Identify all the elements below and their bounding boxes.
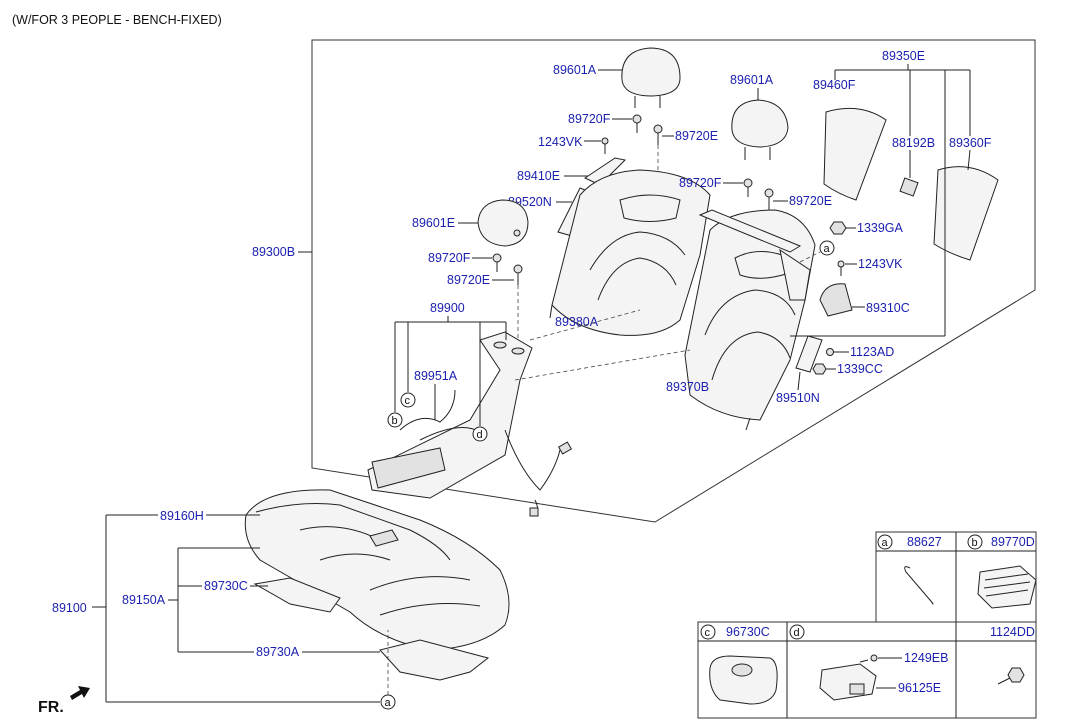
label-89720F-2: 89720F (679, 176, 722, 190)
legend-marker-a-text: a (882, 537, 889, 549)
legend-marker-b (967, 534, 983, 550)
label-89720E-2: 89720E (789, 194, 832, 208)
bracket-89510N (795, 335, 823, 373)
label-89720E-1: 89720E (675, 129, 718, 143)
bolt-89720E-3 (513, 264, 523, 285)
legend-marker-c-text: c (705, 627, 711, 639)
label-89150A: 89150A (122, 593, 166, 607)
bolt-89720F-3 (492, 253, 502, 272)
nut-1339GA (829, 221, 847, 235)
callout-b (387, 412, 403, 428)
legend-part-1124DD: 1124DD (990, 625, 1035, 639)
callout-c-text: c (405, 395, 411, 407)
label-1243VK-2: 1243VK (858, 257, 903, 271)
clip-88192B (899, 177, 919, 197)
screw-1249EB (859, 654, 878, 663)
legend-marker-c (700, 624, 716, 640)
label-89160H: 89160H (160, 509, 204, 523)
label-89350E: 89350E (882, 49, 925, 63)
headrest-top (621, 47, 681, 108)
bolt-1123AD (826, 348, 842, 356)
legend-table (697, 531, 1037, 719)
callout-b-text: b (392, 415, 398, 427)
callout-a-upper-text: a (824, 243, 831, 255)
label-89601E: 89601E (412, 216, 455, 230)
seat-cushion-89160H (244, 489, 510, 651)
bolt-89720F-1 (632, 114, 642, 133)
label-89730A: 89730A (256, 645, 300, 659)
module-96125E (819, 663, 877, 701)
label-89601A-top: 89601A (553, 63, 597, 77)
bolt-89720F-2 (743, 178, 753, 197)
diagram-header: (W/FOR 3 PEOPLE - BENCH-FIXED) (12, 13, 222, 27)
nut-1339CC (812, 363, 827, 375)
cover-89460F (823, 107, 887, 201)
callout-d-text: d (477, 429, 483, 441)
bolt-1124DD (997, 667, 1025, 685)
direction-label: FR. (38, 699, 64, 716)
screw-1243VK-1 (601, 137, 609, 154)
bolt-89720E-1 (653, 124, 663, 145)
label-89410E: 89410E (517, 169, 560, 183)
legend-marker-d (789, 624, 805, 640)
headrest-mid (731, 99, 789, 160)
legend-part-96730C: 96730C (726, 625, 770, 639)
legend-part-96125E: 96125E (898, 681, 941, 695)
label-1339GA: 1339GA (857, 221, 904, 235)
legend-marker-b-text: b (972, 537, 978, 549)
screw-1243VK-2 (837, 260, 845, 276)
callout-a-upper (819, 240, 835, 256)
label-89460F: 89460F (813, 78, 856, 92)
legend-part-88627: 88627 (907, 535, 942, 549)
label-89601A-mid: 89601A (730, 73, 774, 87)
label-89510N: 89510N (776, 391, 820, 405)
callout-c (400, 392, 416, 408)
legend-part-89770D: 89770D (991, 535, 1035, 549)
bolt-89720E-2 (764, 188, 774, 210)
connector-89770D (977, 565, 1037, 609)
bracket-89310C (819, 283, 853, 317)
pad-89730C (253, 577, 341, 613)
cover-89360F (933, 166, 999, 261)
label-88192B: 88192B (892, 136, 935, 150)
callout-d (472, 426, 488, 442)
callout-a-lower-text: a (385, 697, 392, 709)
pad-89730A (379, 639, 490, 681)
legend-marker-a (877, 534, 893, 550)
armrest-89900 (367, 331, 533, 499)
label-89720F-3: 89720F (428, 251, 471, 265)
label-89100: 89100 (52, 601, 87, 615)
legend-part-1249EB: 1249EB (904, 651, 948, 665)
seatback-assembly-boundary (311, 39, 1036, 523)
seatback-left-89380A (549, 169, 711, 336)
label-89300B: 89300B (252, 245, 295, 259)
label-89730C: 89730C (204, 579, 248, 593)
label-1123AD: 1123AD (850, 345, 894, 359)
legend-marker-d-text: d (794, 627, 800, 639)
seatback-right-89370B (684, 209, 816, 431)
label-89370B: 89370B (666, 380, 709, 394)
label-1339CC: 1339CC (837, 362, 883, 376)
forward-arrow-icon (70, 686, 90, 700)
label-1243VK-1: 1243VK (538, 135, 583, 149)
label-89360F: 89360F (949, 136, 992, 150)
label-89900: 89900 (430, 301, 465, 315)
label-89720E-3: 89720E (447, 273, 490, 287)
label-89951A: 89951A (414, 369, 458, 383)
wire-clip-88627 (904, 566, 934, 605)
label-89380A: 89380A (555, 315, 599, 329)
label-89720F-1: 89720F (568, 112, 611, 126)
headrest-left (477, 199, 529, 247)
label-89310C: 89310C (866, 301, 910, 315)
switch-96730C (709, 655, 778, 705)
